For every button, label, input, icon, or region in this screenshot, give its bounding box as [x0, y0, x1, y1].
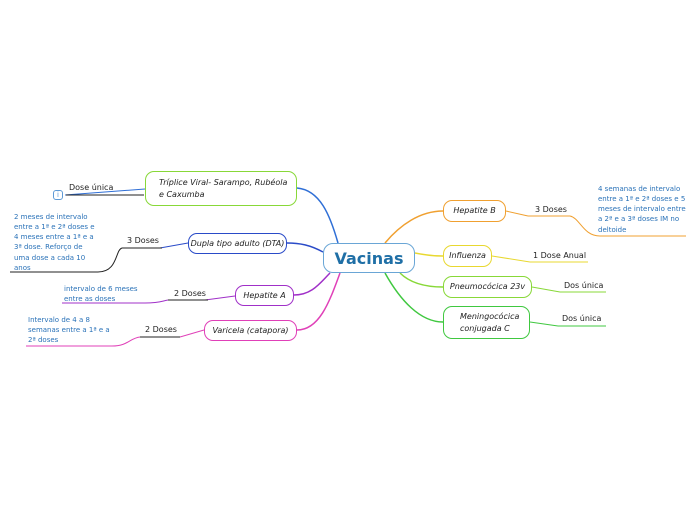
node-label: Pneumocócica 23v — [449, 282, 526, 292]
note-line-hepatite-a — [62, 299, 169, 304]
connector-dupla — [286, 242, 324, 253]
detail-hepatite-a[interactable]: 2 Doses — [174, 289, 206, 298]
info-icon[interactable]: i — [53, 190, 63, 200]
connector-influenza — [414, 252, 444, 257]
central-topic[interactable]: Vacinas — [323, 243, 415, 273]
node-varicela[interactable]: Varicela (catapora) — [204, 320, 297, 341]
note-varicela: Intervalo de 4 a 8 semanas entre a 1ª e … — [28, 316, 110, 345]
note-line-hepatite-b — [569, 215, 686, 237]
detail-line-meningococica — [529, 321, 559, 327]
node-hepatite-b[interactable]: Hepatite B — [443, 200, 506, 222]
node-meningococica[interactable]: Meningocócica conjugada C — [443, 306, 530, 339]
detail-influenza[interactable]: 1 Dose Anual — [533, 251, 587, 260]
connector-hepatite-a — [293, 272, 331, 296]
connector-pneumococica — [399, 272, 444, 288]
detail-hepatite-b[interactable]: 3 Doses — [535, 205, 567, 214]
connector-hepatite-b — [384, 210, 444, 244]
connector-triplice — [296, 187, 339, 244]
detail-line-hepatite-a — [204, 295, 236, 301]
note-line-varicela — [26, 336, 141, 347]
connector-varicela — [296, 272, 341, 331]
detail-line-influenza — [491, 255, 531, 263]
node-label: Dupla tipo adulto (DTA) — [190, 238, 285, 248]
detail-triplice[interactable]: Dose única — [69, 183, 114, 192]
note-hepatite-b: 4 semanas de intervalo entre a 1ª e 2ª d… — [598, 185, 686, 234]
node-label: Influenza — [449, 251, 486, 261]
detail-line-pneumococica — [531, 286, 561, 293]
detail-pneumococica[interactable]: Dos única — [564, 281, 604, 290]
node-triplice-viral[interactable]: Tríplice Viral- Sarampo, Rubéola e Caxum… — [145, 171, 297, 206]
detail-line-dupla — [159, 242, 189, 249]
note-line-dupla — [10, 247, 123, 273]
node-label: Varicela (catapora) — [212, 325, 289, 335]
node-label: Hepatite A — [243, 290, 286, 300]
detail-line-varicela — [179, 329, 205, 338]
detail-meningococica[interactable]: Dos única — [562, 314, 602, 323]
node-hepatite-a[interactable]: Hepatite A — [235, 285, 294, 306]
detail-dupla[interactable]: 3 Doses — [127, 236, 159, 245]
note-hepatite-a: intervalo de 6 meses entre as doses — [64, 285, 138, 304]
detail-varicela[interactable]: 2 Doses — [145, 325, 177, 334]
node-label: Hepatite B — [453, 206, 496, 216]
detail-line-hepatite-b — [505, 210, 529, 217]
node-label: Meningocócica conjugada C — [460, 311, 520, 333]
node-pneumococica[interactable]: Pneumocócica 23v — [443, 276, 532, 298]
note-dupla: 2 meses de intervalo entre a 1ª e 2ª dos… — [14, 213, 95, 272]
connector-meningococica — [384, 272, 444, 323]
detail-line-triplice — [64, 188, 146, 196]
node-influenza[interactable]: Influenza — [443, 245, 492, 267]
node-dupla-adulto[interactable]: Dupla tipo adulto (DTA) — [188, 233, 287, 254]
node-label: Tríplice Viral- Sarampo, Rubéola e Caxum… — [159, 177, 288, 199]
